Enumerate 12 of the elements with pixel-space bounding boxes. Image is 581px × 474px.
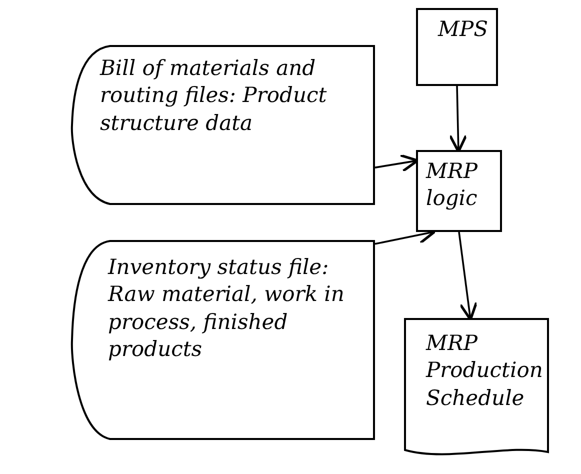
process-box — [416, 150, 502, 232]
node-label: Inventory status file: Raw material, work in process, finished products — [108, 254, 346, 363]
document-shape — [70, 45, 375, 205]
node-label: Bill of materials and routing files: Product structure data — [100, 55, 328, 137]
process-box — [416, 8, 498, 86]
node-label: MPS — [438, 16, 490, 43]
document-shape — [70, 240, 375, 440]
node-label: MRP Production Schedule — [426, 330, 543, 412]
node-label: MRP logic — [426, 158, 478, 212]
document-shape — [404, 318, 549, 458]
arrow — [458, 232, 478, 321]
arrow — [448, 86, 468, 153]
